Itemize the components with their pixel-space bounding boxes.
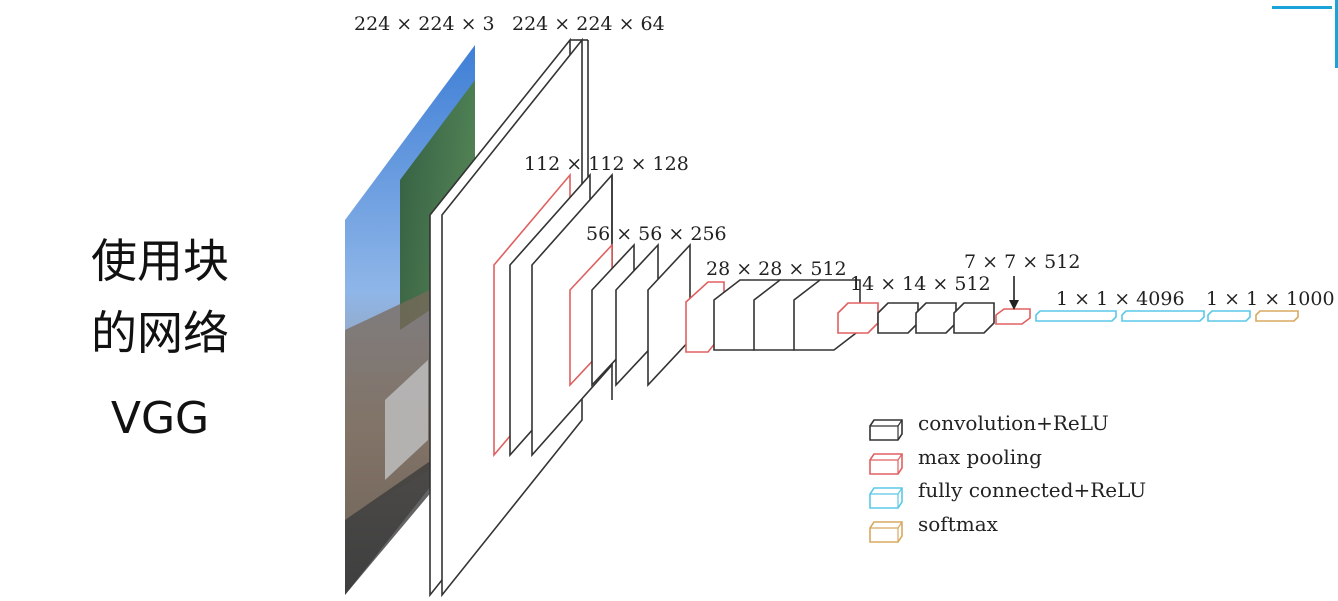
legend-item-pool: max pooling — [869, 445, 1042, 475]
legend-item-fc: fully connected+ReLU — [869, 478, 1146, 509]
label-input: 224 × 224 × 3 — [354, 13, 495, 35]
block-conv5 — [837, 302, 995, 334]
header-accent-bar — [1272, 0, 1332, 9]
legend-label-fc: fully connected+ReLU — [918, 478, 1146, 502]
legend: convolution+ReLU max pooling fully conne… — [869, 411, 1146, 543]
block-fc — [1035, 310, 1251, 322]
block-conv3 — [569, 242, 691, 388]
label-conv3: 56 × 56 × 256 — [586, 223, 727, 245]
label-conv2: 112 × 112 × 128 — [524, 153, 689, 175]
title-line-3: VGG — [110, 393, 210, 444]
label-fc: 1 × 1 × 4096 — [1056, 288, 1185, 310]
legend-label-conv: convolution+ReLU — [918, 411, 1109, 435]
label-conv4: 28 × 28 × 512 — [706, 258, 847, 280]
legend-item-softmax: softmax — [869, 512, 999, 543]
slide-title: 使用块 的网络 VGG — [60, 225, 260, 455]
header-accent-line — [1335, 0, 1338, 68]
title-line-2: 的网络 — [91, 306, 229, 360]
block-pool5 — [995, 276, 1031, 325]
block-conv4 — [685, 279, 861, 353]
label-pool5: 7 × 7 × 512 — [964, 251, 1080, 273]
label-softmax: 1 × 1 × 1000 — [1206, 288, 1335, 310]
block-softmax — [1255, 310, 1299, 322]
legend-label-pool: max pooling — [918, 445, 1042, 469]
title-line-1: 使用块 — [91, 234, 229, 288]
label-conv1: 224 × 224 × 64 — [512, 13, 665, 35]
legend-label-softmax: softmax — [918, 512, 999, 536]
label-conv5: 14 × 14 × 512 — [850, 273, 991, 295]
legend-item-conv: convolution+ReLU — [869, 411, 1109, 441]
